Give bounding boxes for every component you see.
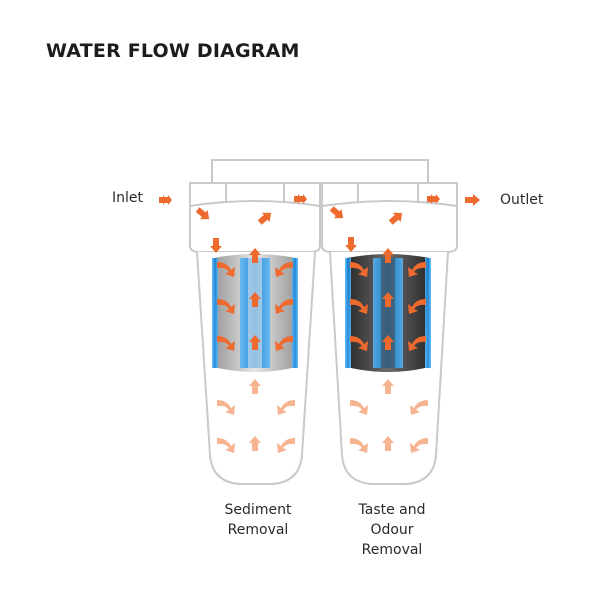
taste-odour-removal-label: Taste and Odour Removal bbox=[322, 500, 462, 560]
taste-label-line-3: Removal bbox=[361, 542, 423, 558]
filter-cap-right bbox=[321, 200, 458, 253]
taste-label-line-1: Taste and bbox=[358, 502, 426, 518]
mounting-bracket bbox=[211, 159, 429, 185]
outlet-arrow-icon bbox=[465, 194, 480, 206]
filter-cap-left bbox=[189, 200, 321, 253]
inlet-label: Inlet bbox=[112, 190, 143, 206]
sediment-label-line-2: Removal bbox=[227, 522, 289, 538]
outlet-label: Outlet bbox=[500, 192, 544, 208]
sediment-cartridge bbox=[212, 254, 298, 372]
carbon-cartridge bbox=[345, 254, 431, 372]
diagram-title: WATER FLOW DIAGRAM bbox=[46, 40, 300, 62]
sediment-removal-label: Sediment Removal bbox=[188, 500, 328, 540]
sediment-label-line-1: Sediment bbox=[224, 502, 292, 518]
taste-label-line-2: Odour bbox=[370, 522, 414, 538]
inlet-arrow-icon bbox=[159, 195, 172, 205]
